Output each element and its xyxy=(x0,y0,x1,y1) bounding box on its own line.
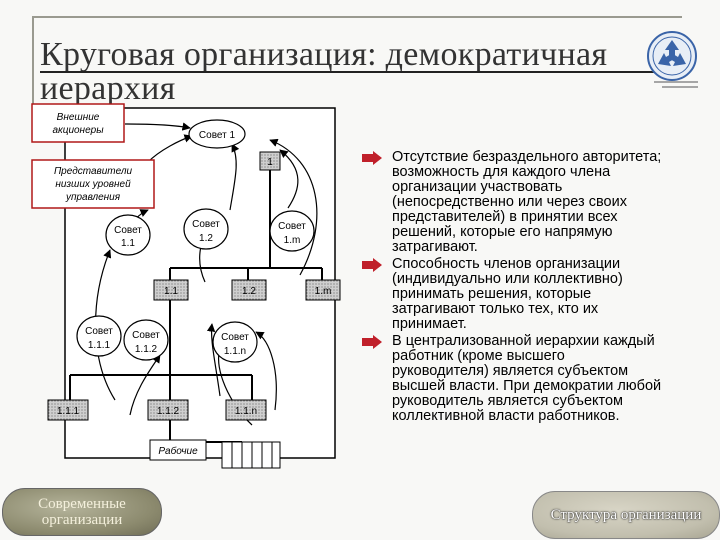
box-1-m-label: 1.m xyxy=(315,286,332,297)
bullet-item: Способность членов организации (индивиду… xyxy=(362,257,662,332)
council-1-1-n xyxy=(212,321,258,363)
influence-arrows xyxy=(94,122,318,426)
reps-label-b: низших уровней xyxy=(55,179,131,190)
box-1-1-2-label: 1.1.2 xyxy=(157,406,180,417)
box-1-m xyxy=(305,279,341,301)
box-1-1-label: 1.1 xyxy=(164,286,178,297)
box-1-2 xyxy=(231,279,267,301)
box-1-1-n xyxy=(225,399,267,421)
council-1-label: Совет 1 xyxy=(199,130,236,141)
workers-label: Рабочие xyxy=(158,445,198,457)
ext-shareholders-label-a: Внешние xyxy=(57,112,100,123)
council-1-m-label-b: 1.m xyxy=(284,235,301,246)
bullet-text: Способность членов организации (индивиду… xyxy=(392,256,623,332)
box-1-1-2 xyxy=(147,399,189,421)
reps-label-a: Представители xyxy=(54,166,133,177)
bullet-item: В централизованной иерархии каждый работ… xyxy=(362,334,662,424)
council-1-1-n-label-b: 1.1.n xyxy=(224,346,246,357)
bullet-text: В централизованной иерархии каждый работ… xyxy=(392,333,662,424)
frame-left-line xyxy=(32,16,34,111)
box-1-1-1 xyxy=(47,399,89,421)
council-1-1-1-label-b: 1.1.1 xyxy=(88,340,111,351)
council-1-1-2 xyxy=(123,319,169,361)
council-1-2-label-b: 1.2 xyxy=(199,233,213,244)
box-1 xyxy=(259,151,281,171)
nav-org-structure-button[interactable]: Структура организации xyxy=(532,491,720,539)
council-1-1 xyxy=(105,214,151,256)
reps-box xyxy=(31,159,155,209)
bullet-text: Отсутствие безраздельного авторитета; во… xyxy=(392,149,662,255)
council-1-1-1-label-a: Совет xyxy=(85,326,113,337)
box-1-1-1-label: 1.1.1 xyxy=(57,406,80,417)
arrow-bullet-icon xyxy=(362,151,382,165)
box-1-1 xyxy=(153,279,189,301)
council-1 xyxy=(188,119,246,149)
title-underline xyxy=(40,71,690,73)
council-1-1-label-a: Совет xyxy=(114,225,142,236)
council-1-m xyxy=(269,210,315,252)
arrow-bullet-icon xyxy=(362,335,382,349)
council-1-1-2-label-b: 1.1.2 xyxy=(135,344,158,355)
workers-box xyxy=(149,439,207,461)
reps-label-c: управления xyxy=(65,192,121,203)
frame-top-line xyxy=(32,16,682,18)
slide-title: Круговая организация: демократичная иера… xyxy=(40,36,608,107)
logo-underline xyxy=(654,81,698,88)
council-1-1-2-label-a: Совет xyxy=(132,330,160,341)
arrow-bullet-icon xyxy=(362,258,382,272)
council-1-1-1 xyxy=(76,315,122,357)
ext-shareholders-label-b: акционеры xyxy=(52,125,104,136)
workers-cells xyxy=(221,441,281,469)
box-1-1-n-label: 1.1.n xyxy=(235,406,257,417)
council-1-2 xyxy=(183,208,229,250)
box-1-label: 1 xyxy=(267,157,273,168)
ext-shareholders-box xyxy=(31,103,125,143)
bullet-list: Отсутствие безраздельного авторитета; во… xyxy=(362,150,662,426)
recycle-icon xyxy=(647,31,697,81)
council-1-2-label-a: Совет xyxy=(192,219,220,230)
council-1-1-label-b: 1.1 xyxy=(121,238,135,249)
council-1-m-label-a: Совет xyxy=(278,221,306,232)
box-1-2-label: 1.2 xyxy=(242,286,256,297)
council-1-1-n-label-a: Совет xyxy=(221,332,249,343)
org-diagram: Совет 1 1 Совет 1.1 Совет 1.2 Совет 1.m … xyxy=(31,103,341,469)
bullet-item: Отсутствие безраздельного авторитета; во… xyxy=(362,150,662,255)
nav-modern-orgs-button[interactable]: Современные организации xyxy=(2,488,162,536)
